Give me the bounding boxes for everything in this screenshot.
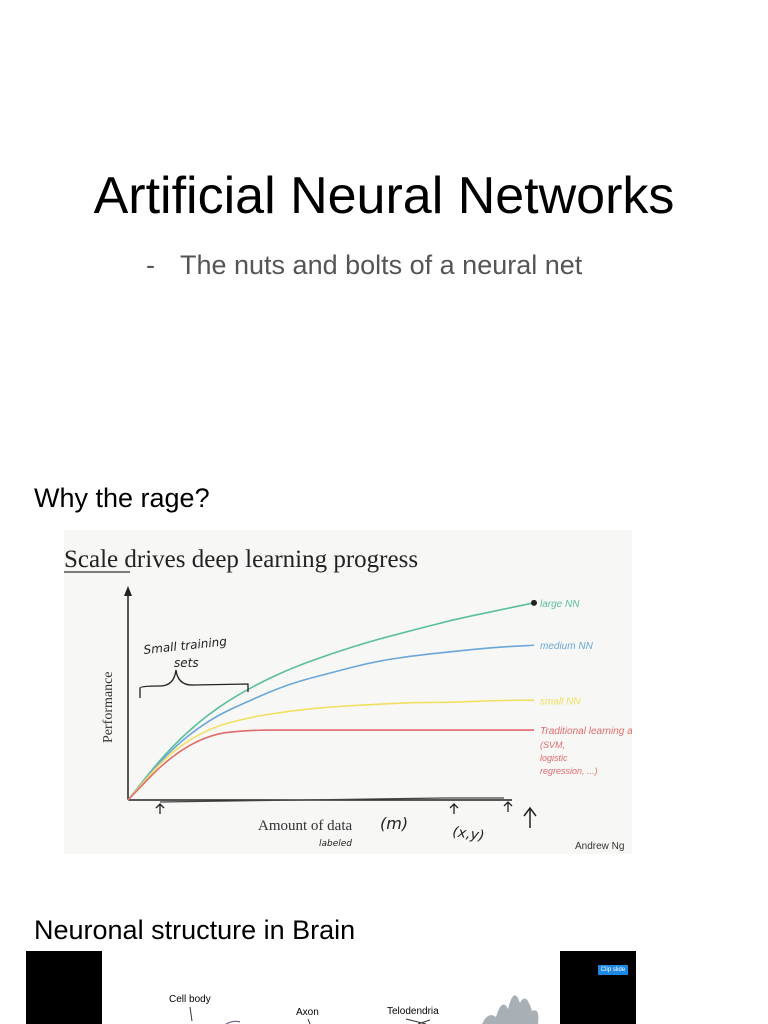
series-label-1: medium NN (540, 641, 594, 652)
annotation-small-training: Small training (143, 634, 228, 657)
cell-body-pointer (189, 1006, 193, 1022)
chart-series-group (127, 599, 537, 801)
subtitle-bullet: - (146, 250, 155, 280)
chart-title-underlined: Scale drives deep learning progress (64, 546, 418, 573)
annotation-up-arrow-3 (503, 801, 513, 812)
slide-subtitle: -The nuts and bolts of a neural net (146, 248, 582, 282)
annotation-up-arrow-2 (449, 803, 459, 814)
telodendria-pointers (405, 1018, 431, 1024)
annotation-labeled: labeled (319, 839, 352, 849)
series-endpoint-dot (531, 599, 537, 606)
video-letterbox-left (26, 951, 102, 1024)
annotation-data-arrow (159, 797, 504, 803)
scale-chart: Scale drives deep learning progress Perf… (64, 546, 632, 852)
neuron-sketch (189, 995, 539, 1024)
label-cell-body: Cell body (169, 994, 211, 1005)
chart-credit: Andrew Ng (575, 841, 624, 852)
series-note-0: (SVM, (540, 740, 565, 750)
subtitle-text: The nuts and bolts of a neural net (180, 250, 583, 280)
annotation-m: (m) (380, 814, 408, 833)
series-line-1 (127, 644, 535, 801)
label-telodendria: Telodendria (387, 1006, 439, 1017)
series-label-0: large NN (540, 599, 580, 610)
video-letterbox-right: Clip slide (560, 951, 636, 1024)
series-note-2: regression, ...) (540, 766, 598, 776)
y-axis-label: Performance (101, 671, 116, 743)
series-note-1: logistic (540, 753, 568, 763)
section-heading-brain: Neuronal structure in Brain (34, 915, 356, 945)
clip-slide-label: Clip slide (600, 967, 626, 973)
chart-series-labels: large NN medium NN small NN Traditional lea… (540, 599, 632, 776)
series-line-0 (127, 602, 535, 801)
chart-title-word: Scale (64, 546, 118, 573)
dendrite-stroke (225, 1020, 241, 1024)
label-axon: Axon (296, 1007, 319, 1018)
neuron-figure: Clip slide Cell body Axon Telodendria (26, 951, 636, 1024)
series-line-3 (127, 729, 534, 801)
series-label-3: Traditional learning algs (540, 726, 632, 737)
series-label-2: small NN (540, 696, 581, 707)
y-axis-arrowhead (124, 586, 132, 596)
series-line-2 (127, 699, 534, 801)
chart-title-rest: drives deep learning progress (118, 546, 418, 573)
axon-pointer (307, 1018, 311, 1024)
annotation-sets: sets (174, 656, 199, 670)
x-axis-label: Amount of data (258, 818, 352, 834)
annotation-xy: (x,y) (451, 824, 485, 844)
section-heading-why: Why the rage? (34, 483, 210, 513)
clip-slide-button[interactable]: Clip slide (598, 965, 628, 975)
annotation-brace (139, 669, 249, 698)
annotation-up-arrow-4 (523, 806, 537, 828)
neuron-cell-image (482, 995, 539, 1024)
scale-chart-figure: Scale drives deep learning progress Perf… (64, 530, 632, 854)
annotation-up-arrow-1 (155, 803, 165, 814)
slide-title: Artificial Neural Networks (93, 167, 675, 225)
